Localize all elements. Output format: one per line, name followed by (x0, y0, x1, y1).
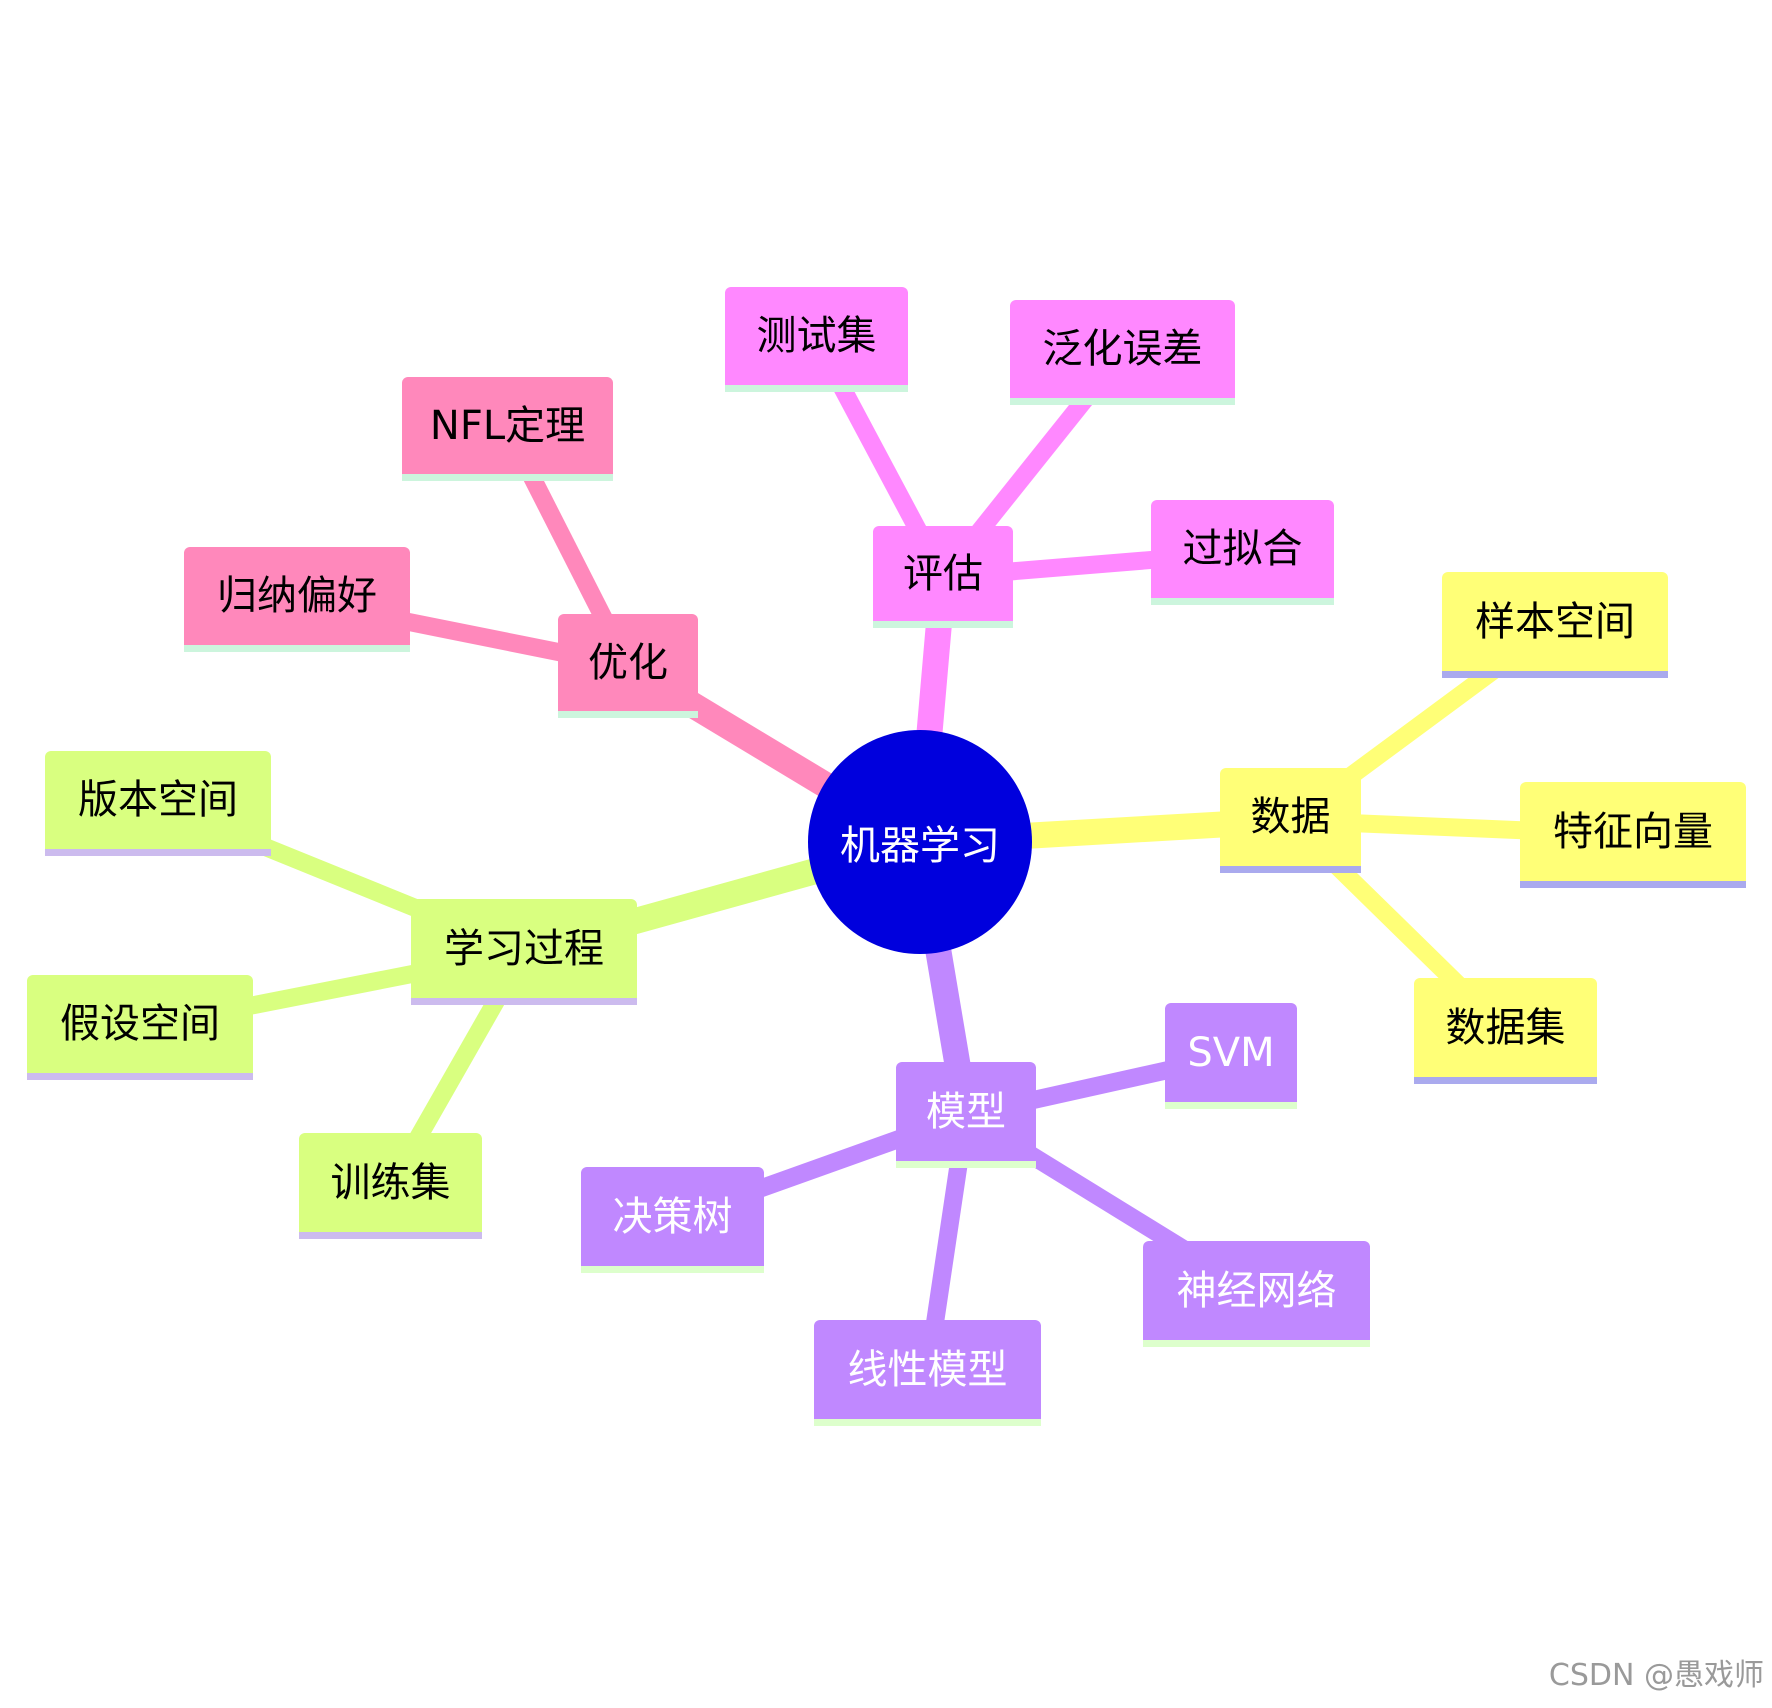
root-node[interactable]: 机器学习 (808, 730, 1032, 954)
leaf-node-label: 版本空间 (78, 777, 238, 823)
leaf-node-test-set[interactable]: 测试集 (725, 287, 908, 392)
branch-node-optim[interactable]: 优化 (558, 614, 698, 718)
leaf-node-generalization-error[interactable]: 泛化误差 (1010, 300, 1235, 405)
leaf-node-version-space[interactable]: 版本空间 (45, 751, 271, 856)
leaf-node-label: 泛化误差 (1042, 326, 1203, 372)
leaf-node-overfitting[interactable]: 过拟合 (1151, 500, 1334, 605)
leaf-node-decision-tree[interactable]: 决策树 (581, 1167, 764, 1273)
leaf-node-label: 数据集 (1445, 1004, 1566, 1051)
leaf-node-label: 假设空间 (60, 1001, 220, 1047)
leaf-node-svm[interactable]: SVM (1165, 1003, 1297, 1109)
leaf-node-inductive-bias[interactable]: 归纳偏好 (184, 547, 410, 652)
leaf-node-sample-space[interactable]: 样本空间 (1442, 572, 1668, 678)
leaf-node-label: 归纳偏好 (217, 573, 377, 619)
leaf-node-label: 测试集 (756, 313, 877, 359)
leaf-node-label: 神经网络 (1176, 1267, 1337, 1314)
leaf-node-label: 特征向量 (1553, 808, 1713, 855)
leaf-node-label: 样本空间 (1475, 598, 1635, 645)
leaf-node-label: NFL定理 (429, 402, 586, 449)
branch-node-eval[interactable]: 评估 (873, 526, 1013, 628)
leaf-node-label: SVM (1187, 1029, 1275, 1076)
root-node-label: 机器学习 (840, 823, 1000, 869)
branch-node-label: 数据 (1250, 794, 1331, 840)
leaf-node-nfl-theorem[interactable]: NFL定理 (402, 377, 613, 481)
leaf-node-feature-vector[interactable]: 特征向量 (1520, 782, 1746, 888)
watermark-text: CSDN @愚戏师 (1548, 1658, 1764, 1693)
branch-node-learn[interactable]: 学习过程 (411, 899, 637, 1005)
leaf-node-label: 决策树 (612, 1193, 733, 1240)
branch-node-data[interactable]: 数据 (1220, 768, 1361, 873)
leaf-node-label: 线性模型 (847, 1346, 1008, 1393)
leaf-node-dataset[interactable]: 数据集 (1414, 978, 1597, 1084)
leaf-node-neural-network[interactable]: 神经网络 (1143, 1241, 1370, 1347)
leaf-node-label: 过拟合 (1182, 526, 1303, 572)
leaf-node-hypothesis-space[interactable]: 假设空间 (27, 975, 253, 1080)
branch-node-label: 评估 (903, 550, 983, 597)
branch-node-model[interactable]: 模型 (896, 1062, 1036, 1168)
leaf-node-linear-model[interactable]: 线性模型 (814, 1320, 1041, 1426)
branch-node-label: 学习过程 (444, 925, 604, 972)
branch-node-label: 优化 (588, 639, 668, 686)
leaf-node-label: 训练集 (330, 1159, 451, 1206)
branch-node-label: 模型 (926, 1088, 1006, 1135)
leaf-node-training-set[interactable]: 训练集 (299, 1133, 482, 1239)
